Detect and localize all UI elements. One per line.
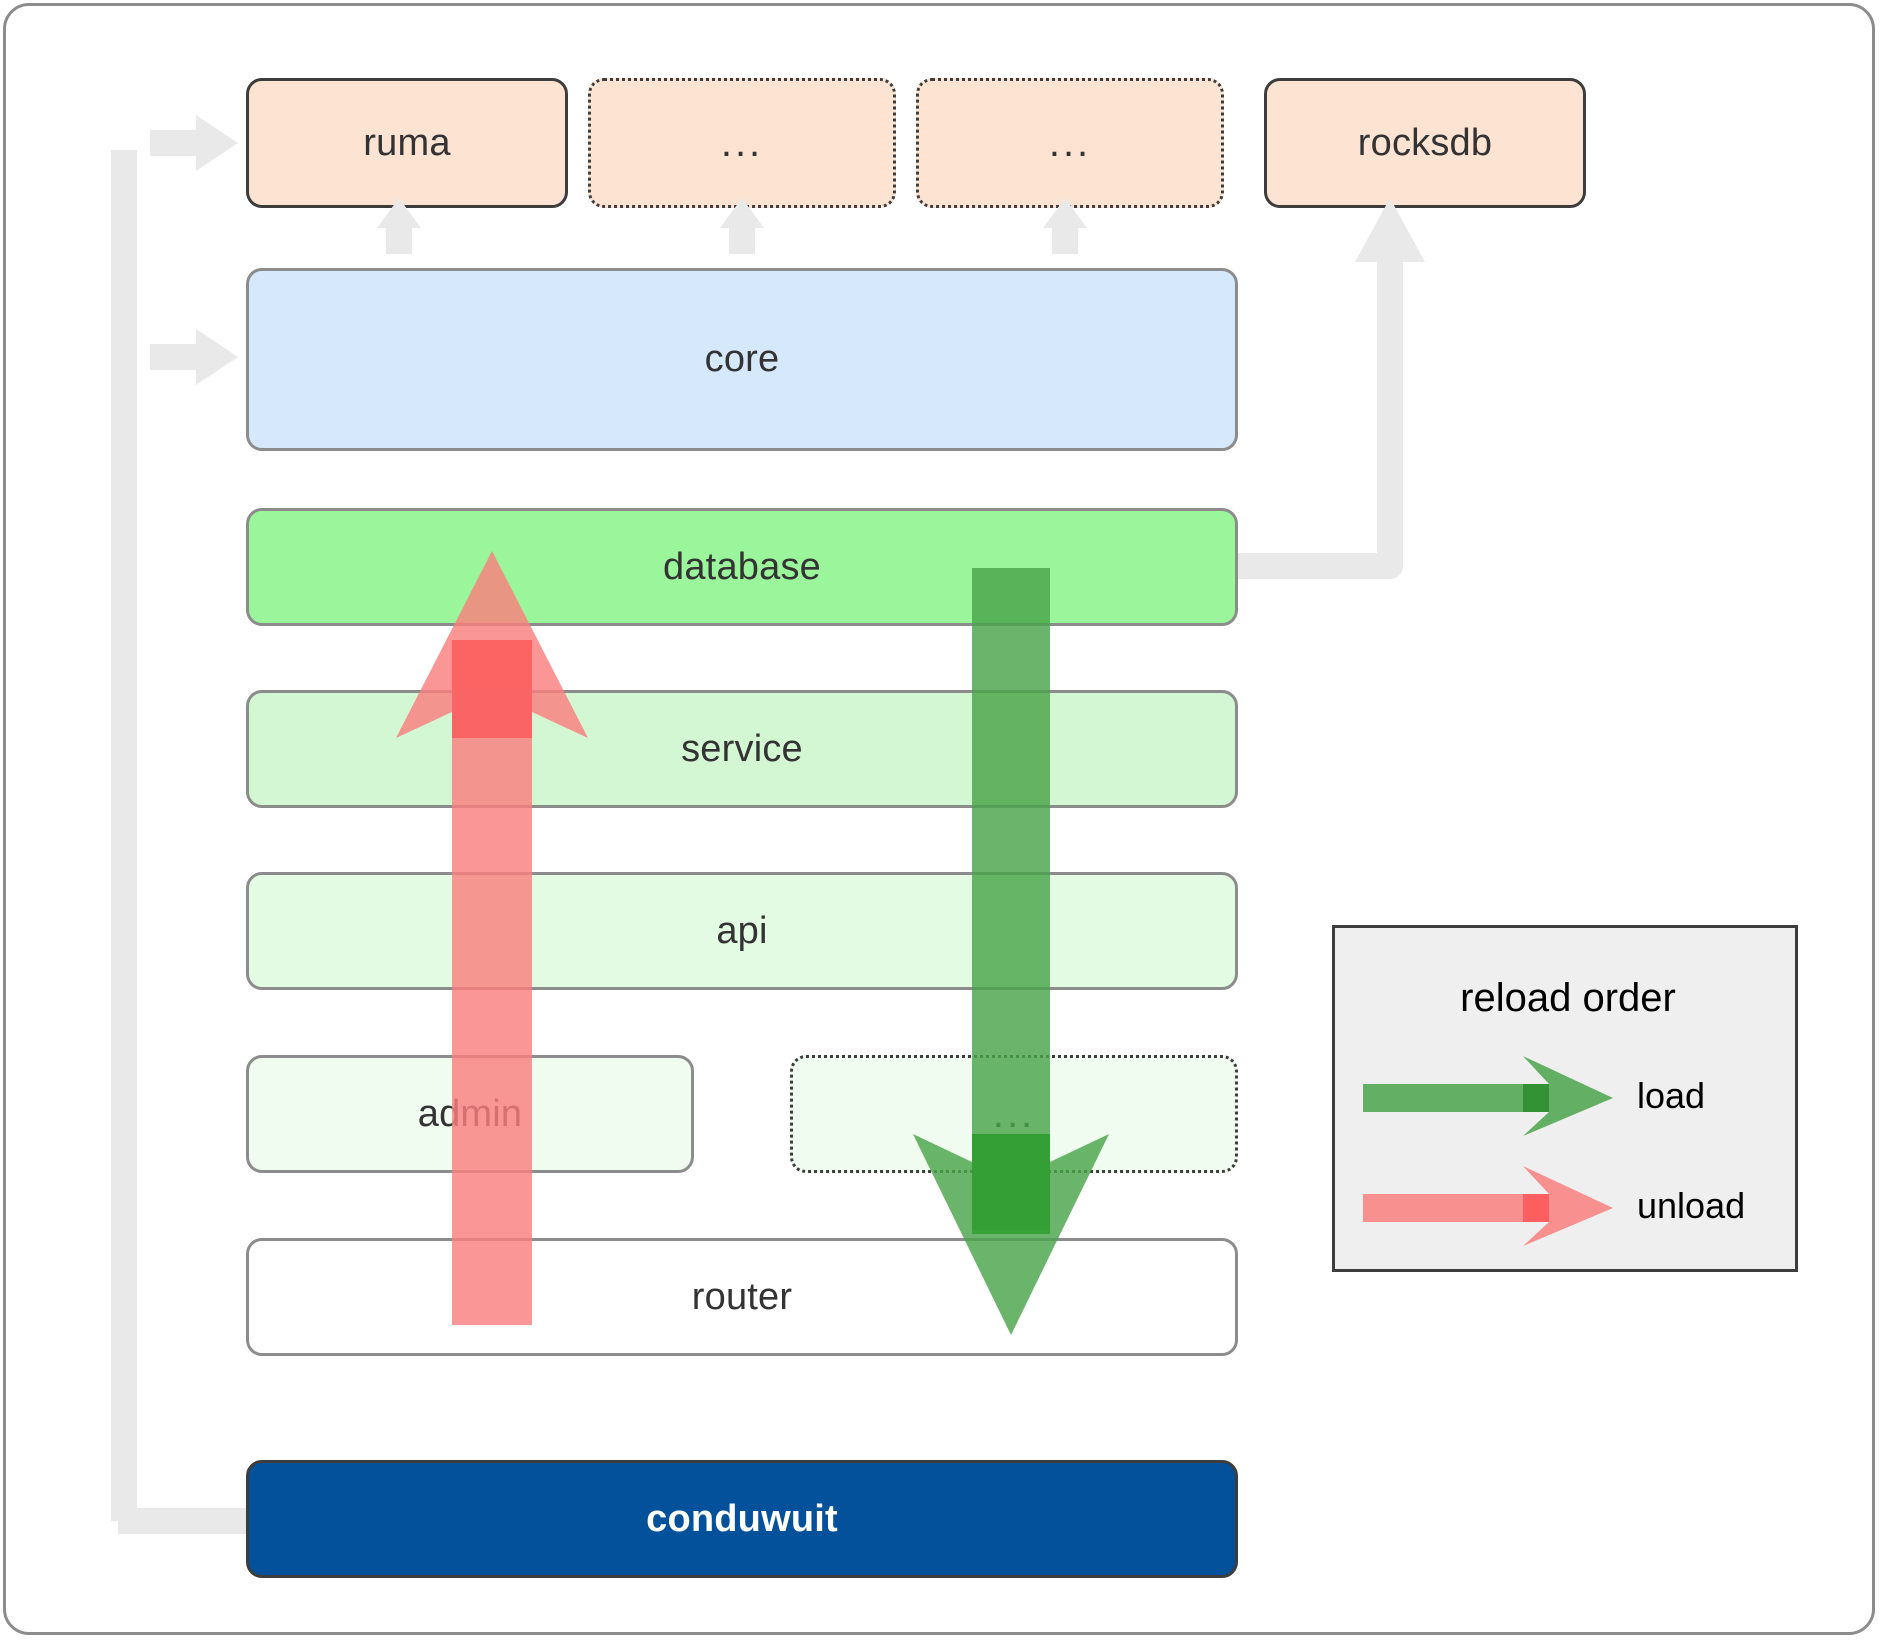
legend-load-arrow-icon (1363, 1056, 1613, 1136)
node-core-label: core (704, 338, 780, 380)
node-api[interactable]: api (246, 872, 1238, 990)
node-rocksdb[interactable]: rocksdb (1264, 78, 1586, 208)
node-top-ellipsis-2-label: ... (1048, 121, 1092, 165)
node-core[interactable]: core (246, 268, 1238, 451)
node-top-ellipsis-1-label: ... (720, 121, 764, 165)
node-top-ellipsis-2[interactable]: ... (916, 78, 1224, 208)
node-top-ellipsis-1[interactable]: ... (588, 78, 896, 208)
node-router[interactable]: router (246, 1238, 1238, 1356)
legend-unload-arrow-icon (1363, 1166, 1613, 1246)
node-bottom-ellipsis-label: ... (992, 1092, 1036, 1136)
node-router-label: router (691, 1275, 793, 1318)
legend-item-unload: unload (1363, 1166, 1783, 1246)
legend-unload-label: unload (1637, 1185, 1746, 1226)
node-service-label: service (681, 727, 803, 770)
node-rocksdb-label: rocksdb (1357, 121, 1493, 164)
legend-item-load: load (1363, 1056, 1783, 1136)
node-bottom-ellipsis[interactable]: ... (790, 1055, 1238, 1173)
node-admin-label: admin (417, 1092, 523, 1135)
node-conduwuit[interactable]: conduwuit (246, 1460, 1238, 1578)
legend-load-label: load (1637, 1075, 1706, 1116)
legend: reload order load unload (1332, 925, 1798, 1272)
node-database-label: database (663, 545, 821, 588)
node-admin[interactable]: admin (246, 1055, 694, 1173)
node-service[interactable]: service (246, 690, 1238, 808)
node-conduwuit-label: conduwuit (646, 1497, 838, 1540)
diagram-frame (3, 3, 1875, 1635)
node-database[interactable]: database (246, 508, 1238, 626)
legend-title: reload order (1460, 976, 1676, 1020)
node-ruma-label: ruma (363, 121, 451, 164)
node-api-label: api (716, 909, 768, 952)
node-ruma[interactable]: ruma (246, 78, 568, 208)
